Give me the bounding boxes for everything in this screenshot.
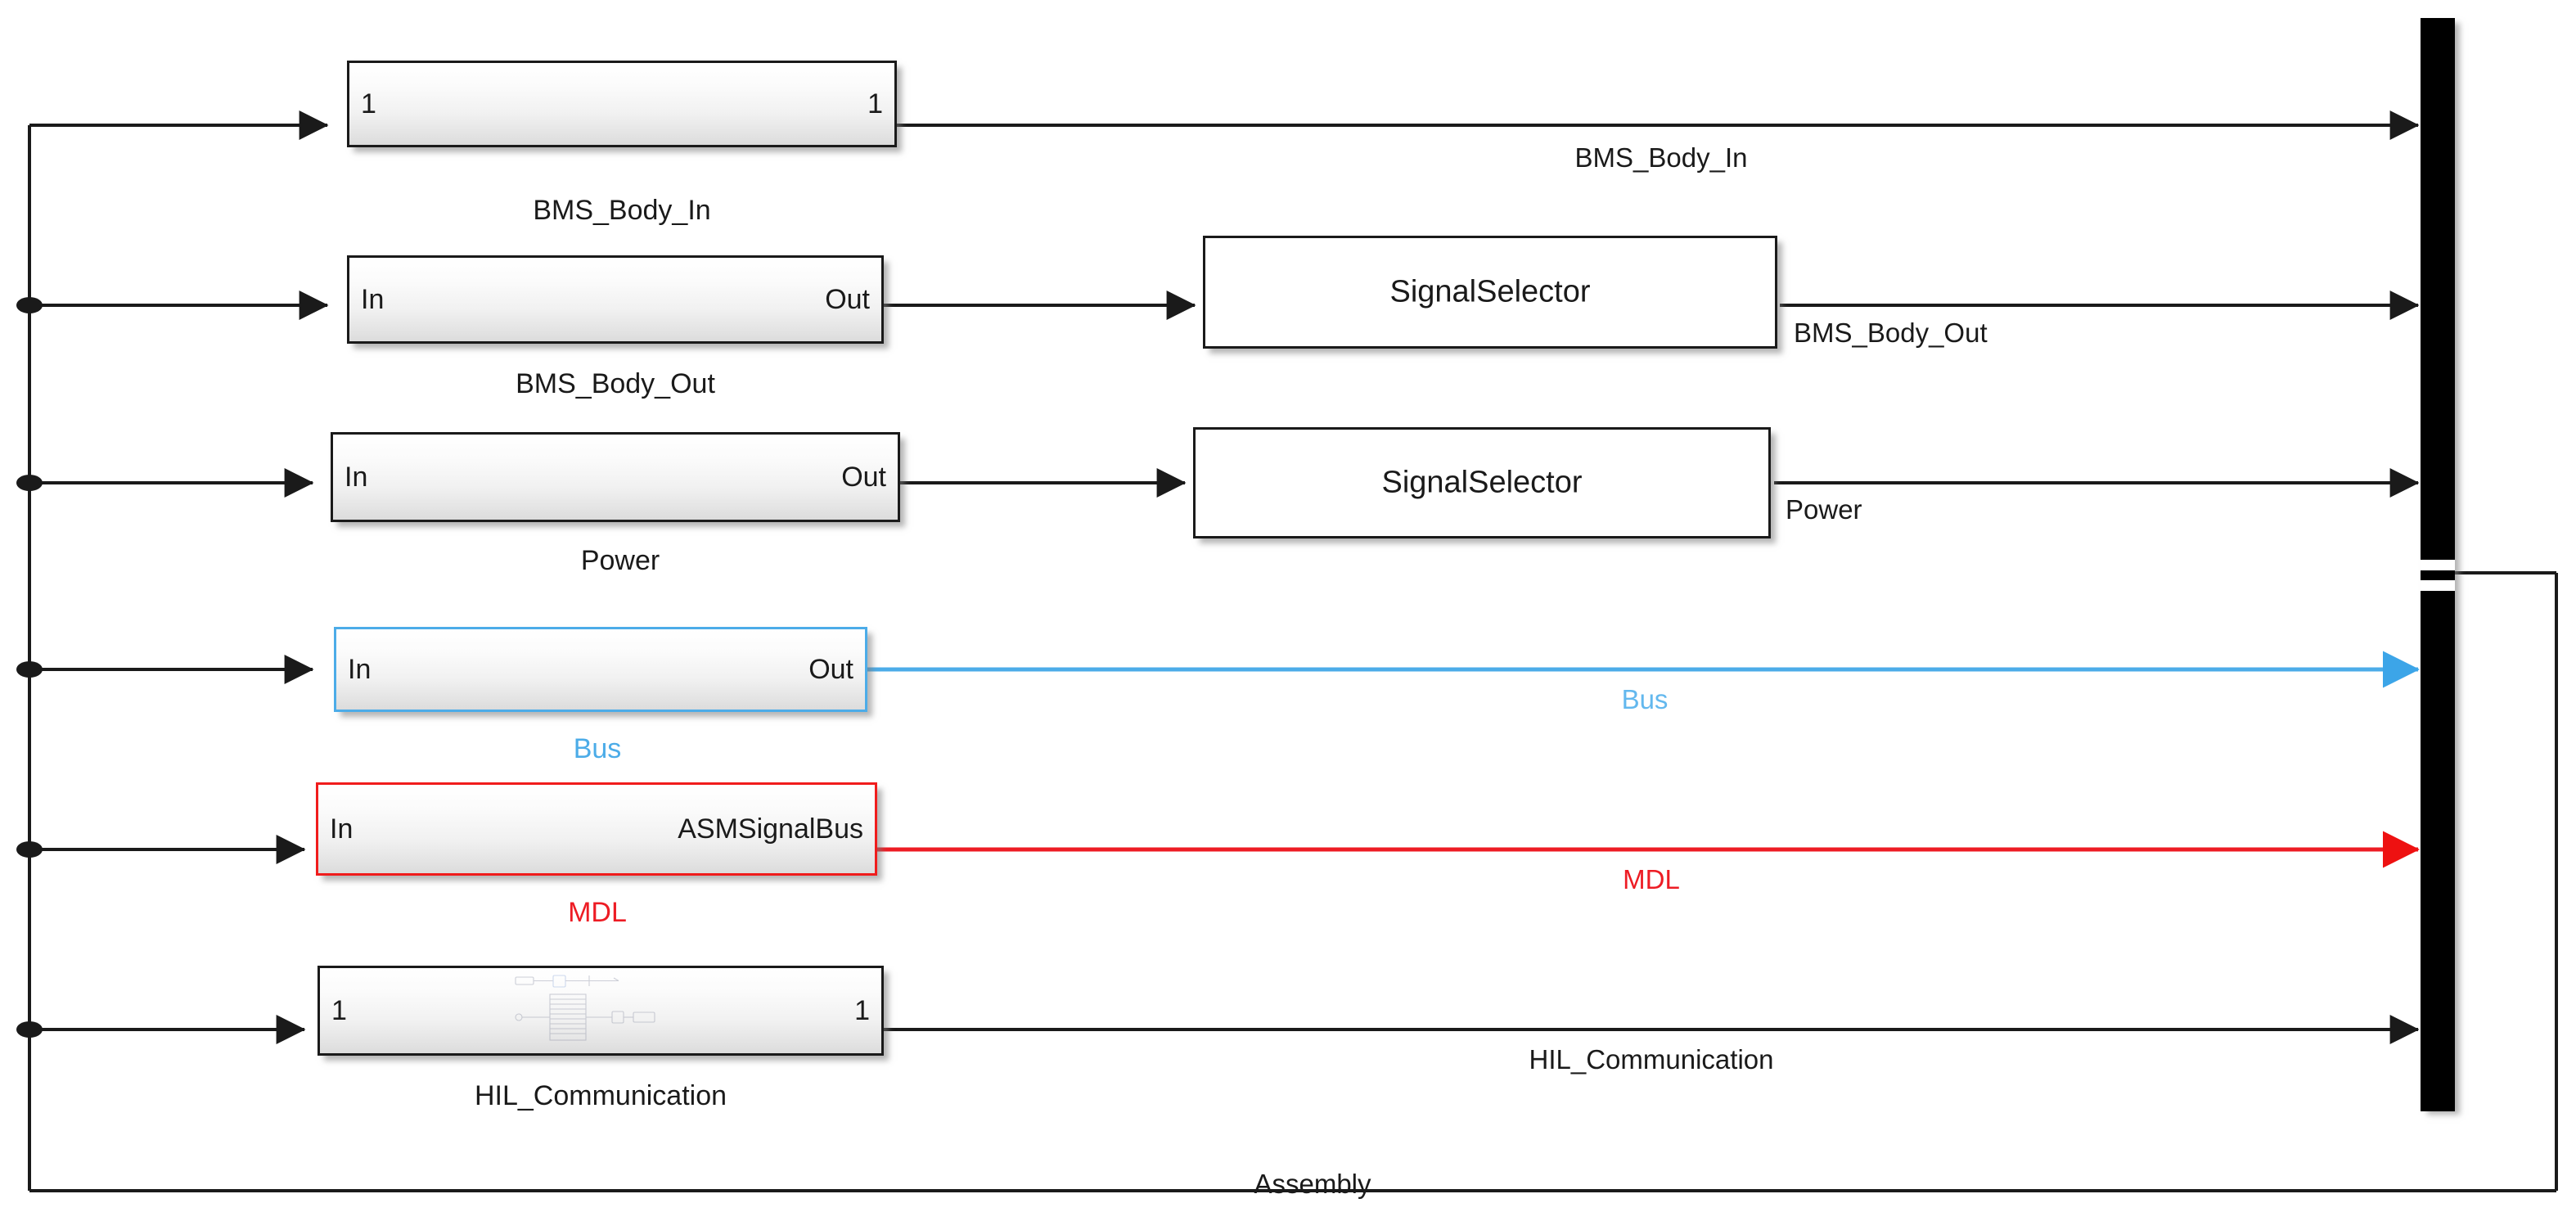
hil-schematic-icon [515, 975, 655, 1041]
caption-power: Power [580, 545, 660, 576]
caption-hil-communication: HIL_Communication [474, 1080, 727, 1111]
port-label-in: In [361, 284, 385, 315]
bus-creator-bar[interactable] [2421, 18, 2455, 1111]
block-bus[interactable]: In Out [334, 627, 867, 712]
signal-label-bus: Bus [1621, 684, 1669, 714]
caption-mdl: MDL [568, 897, 627, 928]
block-signal-selector-2[interactable]: SignalSelector [1193, 427, 1771, 538]
port-label-out: ASMSignalBus [678, 813, 863, 845]
caption-bms-body-in: BMS_Body_In [533, 195, 711, 226]
port-label-in: In [348, 654, 372, 685]
signal-label-hil-communication: HIL_Communication [1529, 1044, 1774, 1075]
bus-creator-output-port-band-1 [2421, 560, 2455, 570]
caption-bus: Bus [573, 733, 622, 764]
caption-bms-body-out: BMS_Body_Out [516, 368, 715, 399]
port-label-in: 1 [361, 88, 376, 119]
signal-label-bms-body-in: BMS_Body_In [1574, 142, 1748, 173]
port-label-in: 1 [331, 995, 347, 1026]
block-signal-selector-1[interactable]: SignalSelector [1203, 236, 1777, 349]
block-input-wires [29, 110, 329, 1044]
block-mdl[interactable]: In ASMSignalBus [316, 782, 877, 876]
port-label-out: Out [808, 654, 853, 685]
block-bms-body-in[interactable]: 1 1 [347, 61, 897, 147]
diagram-footer-label: Assembly [1254, 1169, 1371, 1199]
port-label-in: In [345, 462, 368, 493]
signal-label-bms-body-out: BMS_Body_Out [1794, 318, 1988, 348]
port-label-out: Out [825, 284, 870, 315]
block-power[interactable]: In Out [331, 432, 900, 522]
signal-selector-label: SignalSelector [1381, 465, 1583, 500]
bus-creator-output-port-band-2 [2421, 580, 2455, 591]
port-label-out: 1 [867, 88, 883, 119]
signal-label-mdl: MDL [1623, 864, 1680, 894]
port-label-in: In [330, 813, 354, 845]
signal-label-power: Power [1786, 494, 1862, 525]
block-bms-body-out[interactable]: In Out [347, 255, 884, 344]
block-hil-communication[interactable]: 1 1 [317, 966, 884, 1056]
port-label-out: 1 [854, 995, 870, 1026]
port-label-out: Out [841, 462, 886, 493]
wire-junction-dots [16, 297, 43, 1038]
signal-selector-label: SignalSelector [1389, 274, 1591, 309]
